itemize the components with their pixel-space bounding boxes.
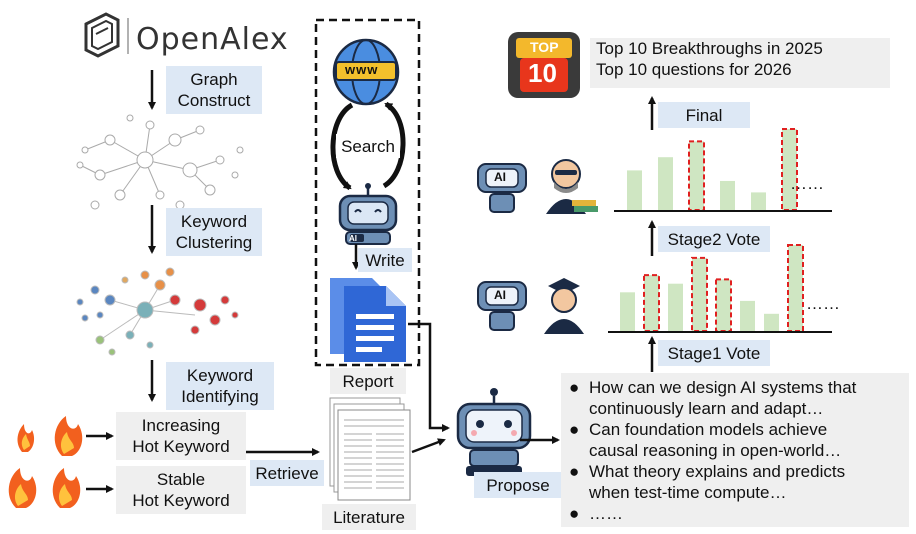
literature-label: Literature — [322, 504, 416, 530]
citation-graph-icon — [76, 114, 244, 210]
final-label: Final — [658, 102, 750, 128]
increasing-line1: Increasing — [141, 416, 221, 435]
vote-bar — [751, 192, 766, 210]
question-list: ● How can we design AI systems that conti… — [561, 373, 909, 527]
report-document-icon — [330, 278, 406, 362]
vote-bar — [627, 170, 642, 210]
question-item: ● How can we design AI systems that conti… — [569, 377, 856, 419]
question-line: causal reasoning in open-world… — [589, 441, 842, 460]
question-item: ● Can foundation models achieve causal re… — [569, 419, 841, 461]
selected-vote-bar — [715, 278, 732, 332]
bullet: ● — [569, 378, 580, 397]
graph-construct-line1: Graph — [190, 70, 238, 89]
stage2-bar-chart — [627, 128, 798, 211]
report-label: Report — [330, 368, 406, 394]
writer-ai-badge: AI — [349, 234, 357, 243]
search-label: Search — [336, 134, 400, 158]
graduate-student-icon — [544, 278, 584, 334]
professor-icon — [546, 159, 598, 214]
selected-vote-bar — [688, 140, 705, 211]
flame-icon — [52, 468, 81, 508]
keyword-identifying-line2: Identifying — [181, 387, 259, 406]
propose-robot-icon — [456, 388, 532, 476]
flame-icon — [8, 468, 37, 508]
top10-list: Top 10 Breakthroughs in 2025 Top 10 ques… — [590, 38, 890, 88]
stage1-ai-badge: AI — [494, 288, 506, 302]
bullet: ● — [569, 462, 580, 481]
question-item: ● What theory explains and predicts when … — [569, 461, 845, 503]
agent-loop-box — [314, 18, 421, 367]
selected-vote-bar — [787, 244, 804, 332]
propose-label: Propose — [474, 472, 562, 498]
vote-bar — [720, 180, 735, 210]
increasing-hot-keyword-box: Increasing Hot Keyword — [116, 412, 246, 460]
keyword-identifying-line1: Keyword — [186, 366, 254, 385]
stage2-ellipsis: …… — [790, 174, 824, 193]
top10-line: Top 10 questions for 2026 — [596, 60, 792, 79]
question-line: when test-time compute… — [589, 483, 787, 502]
stable-line1: Stable — [156, 470, 206, 489]
flame-icon — [54, 416, 83, 456]
keyword-clustering-line1: Keyword — [180, 212, 248, 231]
retrieve-label: Retrieve — [250, 460, 324, 486]
top10-badge-top: TOP — [530, 39, 559, 55]
keyword-identifying-label: Keyword Identifying — [166, 362, 274, 410]
graph-construct-line2: Construct — [177, 91, 251, 110]
question-line: What theory explains and predicts — [589, 462, 846, 481]
question-item: ● …… — [569, 503, 623, 524]
openalex-wordmark: OpenAlex — [136, 22, 289, 57]
write-label: Write — [358, 248, 412, 272]
ai-judge-robot-icon — [477, 163, 527, 213]
question-line: …… — [589, 504, 623, 523]
top10-line: Top 10 Breakthroughs in 2025 — [596, 39, 823, 58]
keyword-cluster-graph-icon — [76, 267, 239, 356]
vote-bar — [620, 292, 635, 331]
selected-vote-bar — [643, 274, 660, 333]
selected-vote-bar — [691, 256, 708, 332]
vote-bar — [658, 157, 673, 210]
graph-construct-label: Graph Construct — [166, 66, 262, 114]
vote-bar — [764, 313, 779, 331]
keyword-clustering-line2: Clustering — [175, 233, 253, 252]
stable-line2: Hot Keyword — [132, 491, 230, 510]
vote-bar — [740, 300, 755, 331]
vote-bar — [668, 283, 683, 331]
top10-badge-number: 10 — [528, 58, 557, 88]
question-line: Can foundation models achieve — [589, 420, 828, 439]
stage1-ellipsis: …… — [806, 294, 840, 313]
globe-icon — [332, 38, 400, 106]
bullet: ● — [569, 504, 580, 523]
flame-icon — [17, 424, 35, 452]
top10-badge-icon — [508, 32, 580, 98]
stage1-bar-chart — [620, 244, 804, 333]
stage2-vote-label: Stage2 Vote — [658, 226, 770, 252]
stable-hot-keyword-box: Stable Hot Keyword — [116, 466, 246, 514]
bullet: ● — [569, 420, 580, 439]
increasing-line2: Hot Keyword — [132, 437, 230, 456]
selected-vote-bar — [781, 128, 798, 211]
openalex-logo-icon — [84, 12, 129, 58]
question-line: continuously learn and adapt… — [589, 399, 824, 418]
stage1-vote-label: Stage1 Vote — [658, 340, 770, 366]
keyword-clustering-label: Keyword Clustering — [166, 208, 262, 256]
stage2-ai-badge: AI — [494, 170, 506, 184]
ai-judge-robot-icon — [477, 281, 527, 331]
writer-robot-icon — [338, 183, 398, 245]
question-line: How can we design AI systems that — [589, 378, 857, 397]
www-label: www — [345, 62, 379, 77]
literature-papers-icon — [329, 397, 411, 501]
